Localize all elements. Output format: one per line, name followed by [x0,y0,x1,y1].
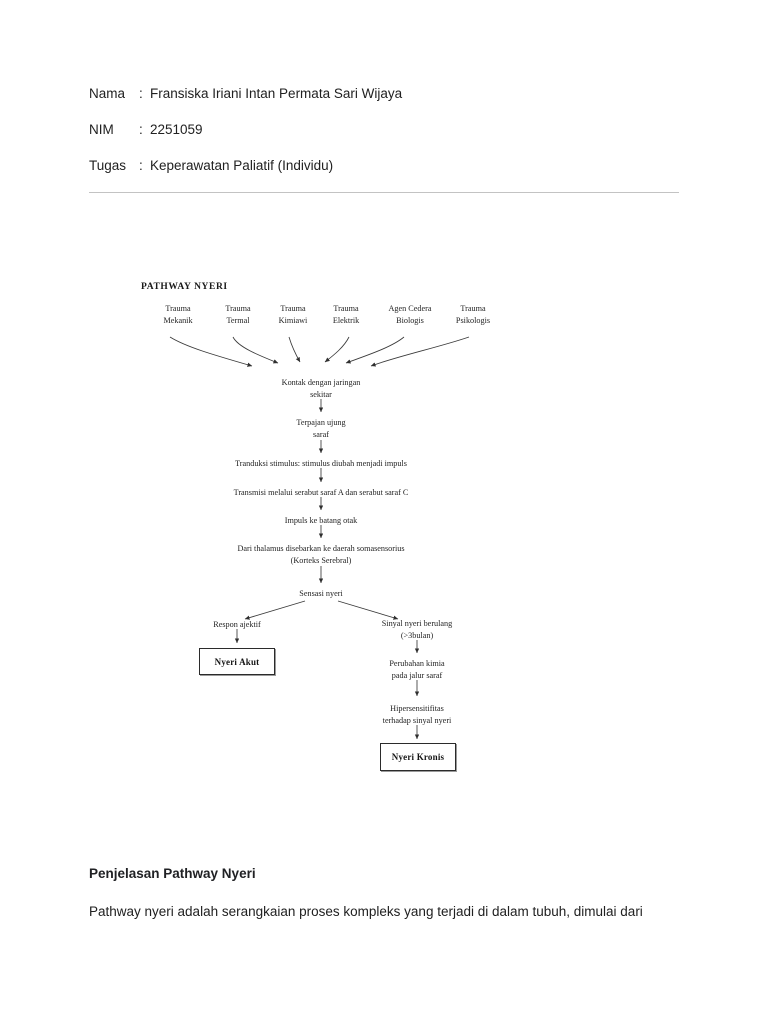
explanation-heading: Penjelasan Pathway Nyeri [89,866,256,881]
identity-row-nama: Nama : Fransiska Iriani Intan Permata Sa… [89,86,689,102]
cause-arrows [169,336,470,367]
diagram-node-sensasi-nyeri: Sensasi nyeri [299,589,343,598]
identity-row-nim: NIM : 2251059 [89,122,689,138]
pathway-diagram: PATHWAY NYERI [0,255,768,815]
diagram-node-thalamus-somasensorius: Dari thalamus disebarkan ke daerah somas… [237,544,405,565]
identity-value-tugas: Keperawatan Paliatif (Individu) [150,158,334,174]
diagram-node-trauma-termal: Trauma Termal [225,304,251,325]
explanation-paragraph: Pathway nyeri adalah serangkaian proses … [89,904,643,919]
identity-row-tugas: Tugas : Keperawatan Paliatif (Individu) [89,158,689,174]
diagram-node-trauma-psikologis: Trauma Psikologis [455,304,491,325]
diagram-node-sinyal-nyeri-berulang: Sinyal nyeri berulang (>3bulan) [381,619,453,640]
identity-separator-tugas: : [139,158,143,174]
diagram-node-respon-ajektif: Respon ajektif [213,620,261,629]
identity-header: Nama : Fransiska Iriani Intan Permata Sa… [89,86,689,195]
identity-key-nama: Nama [89,86,126,101]
identity-value-nim: 2251059 [150,122,203,138]
identity-separator-nim: : [139,122,143,138]
diagram-connector-layer [169,336,470,740]
diagram-node-trauma-mekanik: Trauma Mekanik [163,304,193,325]
header-divider [89,192,679,193]
diagram-node-trauma-elektrik: Trauma Elektrik [332,304,360,325]
diagram-outcome-nyeri-akut: Nyeri Akut [199,648,275,675]
diagram-node-perubahan-kimia: Perubahan kimia pada jalur saraf [389,659,445,680]
identity-key-nim: NIM [89,122,114,138]
diagram-node-transmisi-serabut-saraf: Transmisi melalui serabut saraf A dan se… [233,488,409,497]
diagram-outcome-nyeri-kronis: Nyeri Kronis [380,743,456,771]
diagram-title: PATHWAY NYERI [141,282,228,292]
identity-separator-nama: : [139,86,143,101]
diagram-node-agen-cedera-biologis: Agen Cedera Biologis [388,304,432,325]
diagram-node-hipersensitifitas: Hipersensitifitas terhadap sinyal nyeri [382,704,452,725]
branch-arrows [234,600,420,740]
identity-key-tugas: Tugas [89,158,127,174]
identity-value-nama: Fransiska Iriani Intan Permata Sari Wija… [150,86,403,101]
diagram-node-kontak-jaringan: Kontak dengan jaringan sekitar [281,378,361,399]
diagram-node-tranduksi-stimulus: Tranduksi stimulus: stimulus diubah menj… [235,459,407,468]
diagram-node-terpajan-ujung-saraf: Terpajan ujung saraf [296,418,346,439]
diagram-node-impuls-batang-otak: Impuls ke batang otak [284,516,358,525]
diagram-node-trauma-kimiawi: Trauma Kimiawi [278,304,308,325]
